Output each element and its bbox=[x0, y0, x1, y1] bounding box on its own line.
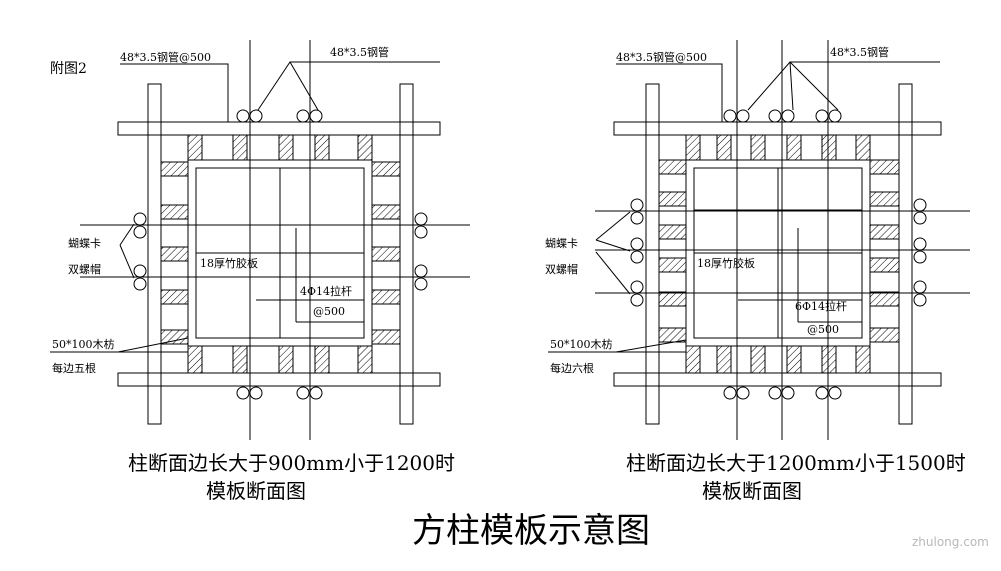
left-top-pipe bbox=[117, 121, 441, 136]
figure-tag: 附图2 bbox=[50, 61, 87, 77]
right-board-label: 18厚竹胶板 bbox=[697, 257, 755, 270]
right-nut-label: 双螺帽 bbox=[545, 263, 578, 276]
right-pipe-note-b: 48*3.5钢管 bbox=[830, 46, 889, 59]
left-timber-count: 每边五根 bbox=[52, 362, 96, 375]
right-timber-battens bbox=[658, 134, 900, 374]
right-clamps bbox=[630, 109, 927, 400]
page-title: 方柱模板示意图 bbox=[412, 511, 650, 551]
right-timber-count: 每边六根 bbox=[550, 362, 594, 375]
right-leaders bbox=[548, 40, 970, 440]
left-rod-label: 4Φ14拉杆 bbox=[300, 285, 353, 298]
left-timber-battens bbox=[160, 134, 401, 374]
right-pipe-note-a: 48*3.5钢管@500 bbox=[616, 51, 707, 64]
left-rod-spacing: @500 bbox=[313, 305, 345, 318]
left-pipe-note-b: 48*3.5钢管 bbox=[330, 46, 389, 59]
left-bottom-pipe bbox=[117, 372, 441, 387]
left-timber-label: 50*100木枋 bbox=[52, 338, 115, 351]
right-bottom-pipe bbox=[613, 372, 942, 387]
right-rod-spacing: @500 bbox=[807, 323, 839, 336]
left-leaders bbox=[50, 40, 470, 440]
left-pipe-note-a: 48*3.5钢管@500 bbox=[120, 51, 211, 64]
right-rod-label: 6Φ14拉杆 bbox=[795, 300, 848, 313]
left-clamps bbox=[133, 109, 428, 400]
left-clip-label: 蝴蝶卡 bbox=[68, 237, 101, 250]
right-left-pipe bbox=[645, 83, 660, 425]
right-clip-label: 蝴蝶卡 bbox=[545, 237, 578, 250]
right-plywood-outer bbox=[685, 159, 871, 347]
right-section-drawing bbox=[613, 83, 942, 425]
left-caption-line2: 模板断面图 bbox=[206, 479, 306, 503]
right-right-pipe bbox=[898, 83, 913, 425]
right-top-pipe bbox=[613, 121, 942, 136]
left-nut-label: 双螺帽 bbox=[68, 263, 101, 276]
left-board-label: 18厚竹胶板 bbox=[200, 257, 258, 270]
right-caption-line1: 柱断面边长大于1200mm小于1500时 bbox=[626, 451, 966, 475]
left-caption-line1: 柱断面边长大于900mm小于1200时 bbox=[128, 451, 456, 475]
right-caption-line2: 模板断面图 bbox=[702, 479, 802, 503]
watermark-logo: zhulong.com bbox=[912, 535, 989, 549]
right-timber-label: 50*100木枋 bbox=[550, 338, 613, 351]
